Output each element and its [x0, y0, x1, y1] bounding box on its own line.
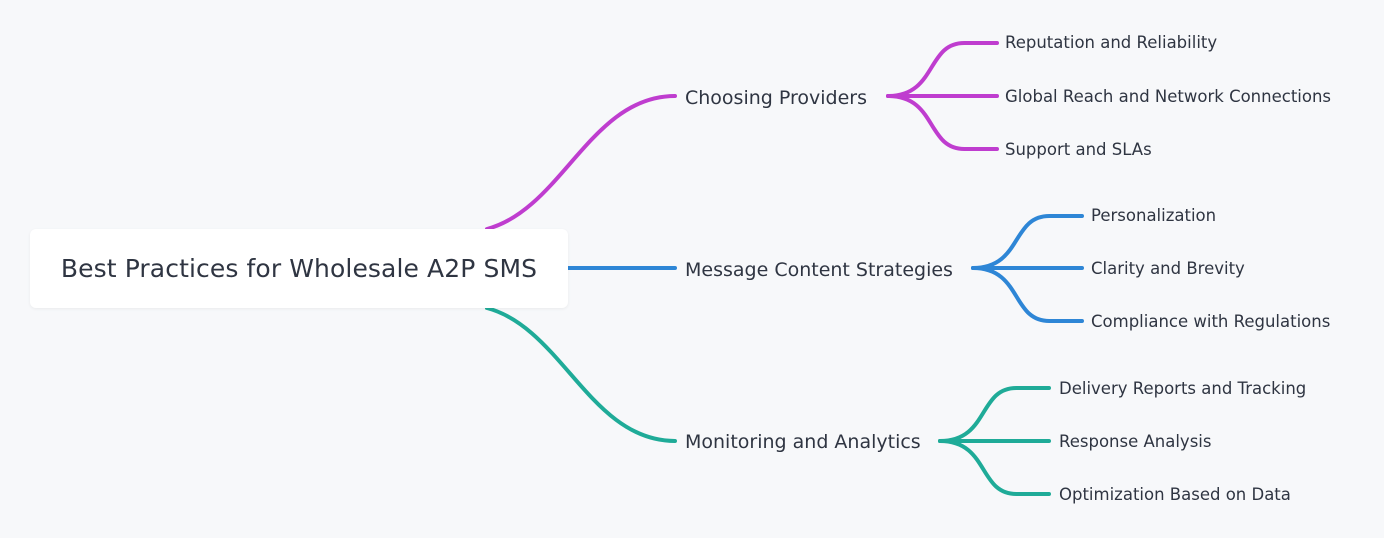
leaf-node-compliance[interactable]: Compliance with Regulations	[1091, 312, 1331, 331]
leaf-node-clarity-brevity[interactable]: Clarity and Brevity	[1091, 259, 1245, 278]
connector-root-to-branch-3	[485, 306, 677, 443]
leaf-node-personalization[interactable]: Personalization	[1091, 206, 1217, 225]
leaf-node-reputation[interactable]: Reputation and Reliability	[1005, 33, 1218, 52]
leaf-node-response-analysis[interactable]: Response Analysis	[1059, 432, 1212, 451]
connector-branch-2-to-leaf-3	[971, 266, 1084, 323]
root-node-label: Best Practices for Wholesale A2P SMS	[60, 254, 538, 283]
branch-node-choosing-providers[interactable]: Choosing Providers	[685, 87, 868, 109]
leaf-node-optimization[interactable]: Optimization Based on Data	[1059, 485, 1291, 504]
connector-branch-1-to-leaf-1	[886, 41, 999, 98]
leaf-node-global-reach[interactable]: Global Reach and Network Connections	[1005, 87, 1332, 106]
connector-branch-3-to-leaf-3	[938, 439, 1051, 496]
branch-node-monitoring-analytics[interactable]: Monitoring and Analytics	[685, 431, 921, 453]
leaf-node-delivery-reports[interactable]: Delivery Reports and Tracking	[1059, 379, 1307, 398]
leaf-node-support-slas[interactable]: Support and SLAs	[1005, 140, 1152, 159]
root-node[interactable]: Best Practices for Wholesale A2P SMS	[30, 229, 568, 308]
connector-root-to-branch-1	[485, 94, 677, 231]
branch-node-message-content[interactable]: Message Content Strategies	[685, 259, 953, 281]
connector-branch-2-to-leaf-1	[971, 214, 1084, 270]
connector-branch-3-to-leaf-1	[938, 386, 1051, 443]
connector-branch-1-to-leaf-3	[886, 94, 999, 151]
